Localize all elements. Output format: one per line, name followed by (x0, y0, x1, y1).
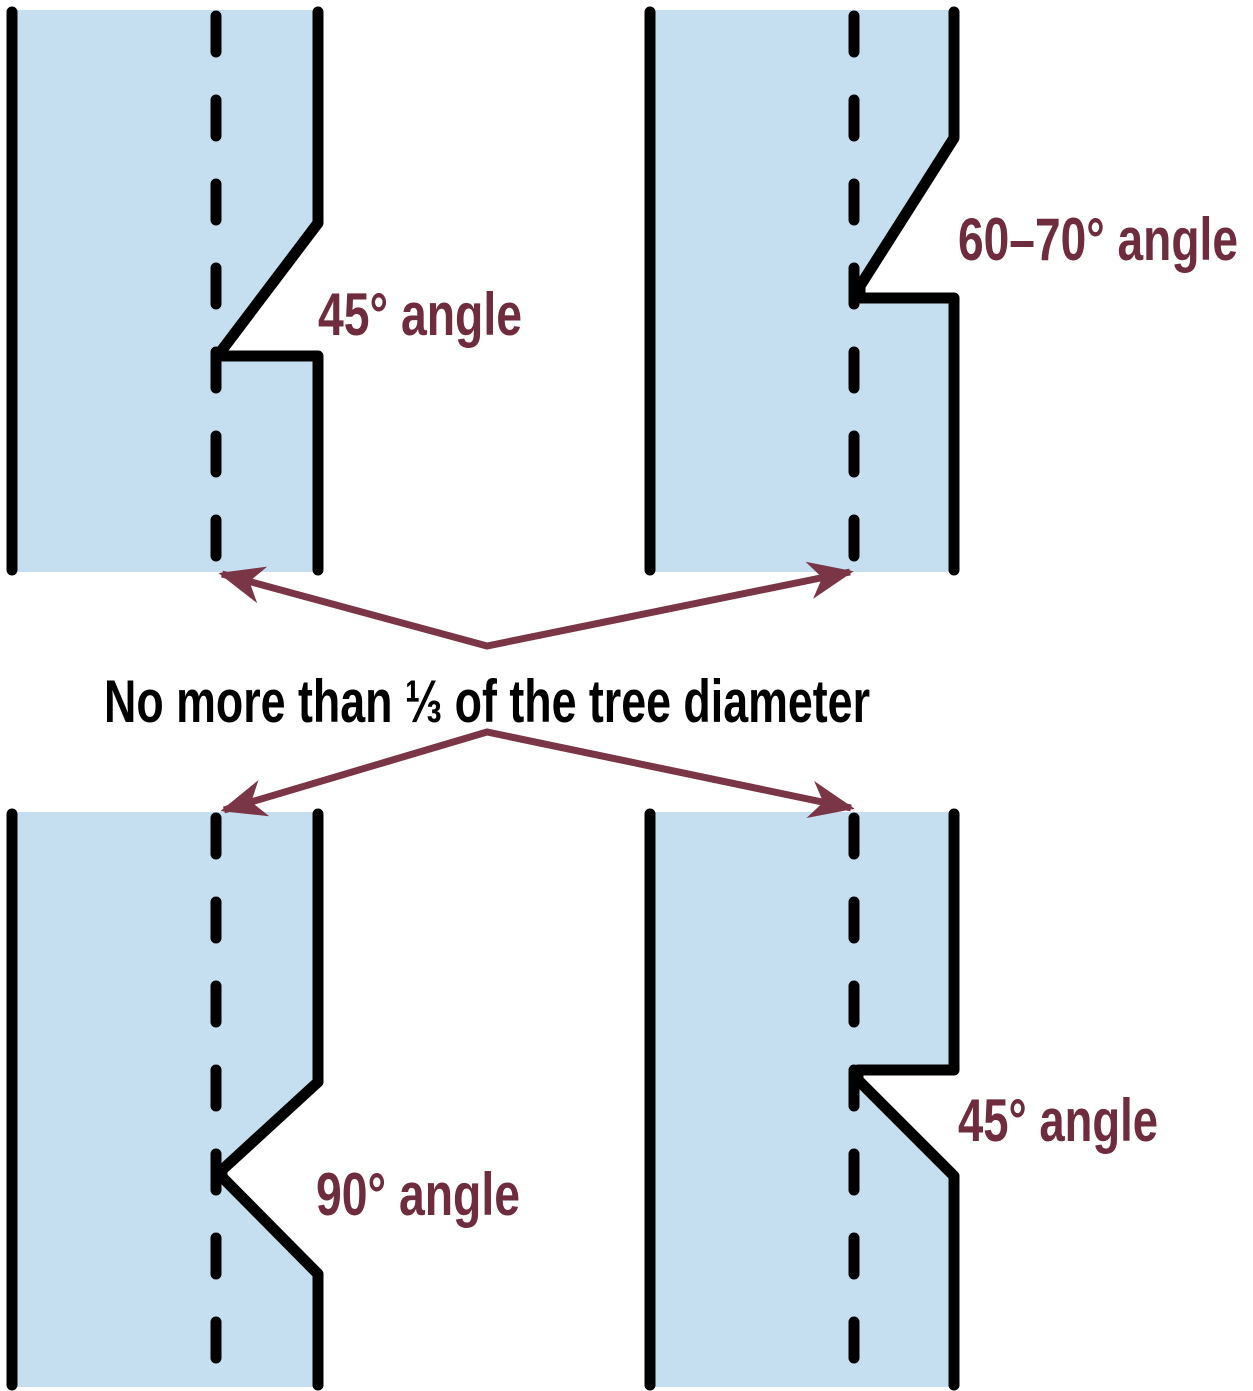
trunk-right-edge-notch-60-70 (854, 6, 960, 576)
annotation-arrows (218, 561, 855, 819)
arrow-to-bottom-hinge-lines (220, 728, 855, 819)
label-angle-bottom-right: 45° angle (958, 1087, 1158, 1154)
label-angle-top-right: 60–70° angle (958, 206, 1238, 273)
center-note: No more than ⅓ of the tree diameter (104, 668, 870, 735)
label-angle-top-left: 45° angle (318, 281, 522, 348)
trunk-top-right (644, 6, 960, 576)
label-angle-bottom-left: 90° angle (316, 1161, 520, 1228)
trunk-right-edge-notch-90 (216, 808, 324, 1391)
trunk-fill (12, 10, 318, 572)
trunk-fill (12, 812, 318, 1387)
trunk-right-edge-notch-45 (216, 6, 324, 576)
trunk-fill (650, 10, 954, 572)
trunk-bottom-left (6, 808, 324, 1391)
trunk-fill (650, 812, 954, 1387)
trunk-top-left (6, 6, 324, 576)
trunk-bottom-right (644, 808, 960, 1391)
arrow-to-top-hinge-lines (218, 561, 854, 650)
